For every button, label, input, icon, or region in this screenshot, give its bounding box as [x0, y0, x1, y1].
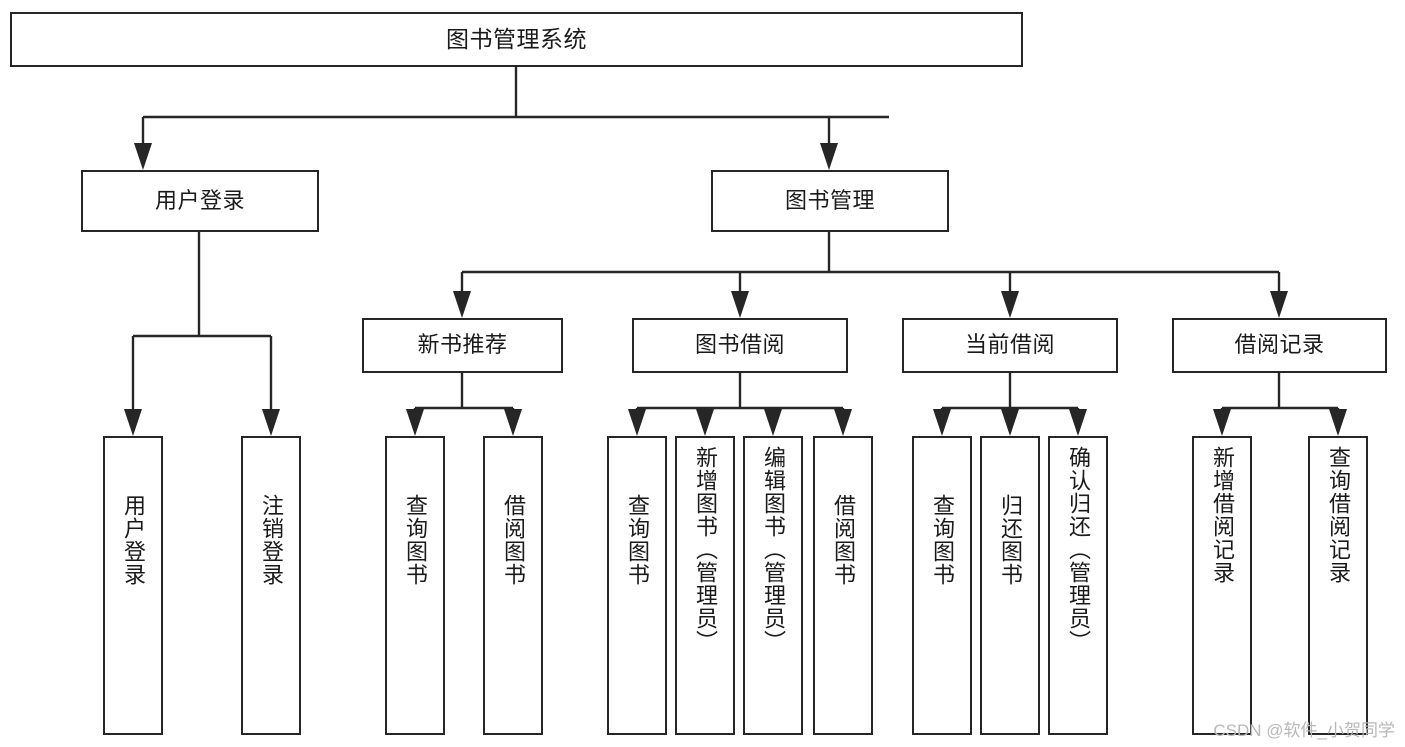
leaf-logout-label: 注销登录	[259, 494, 284, 586]
leaf-query-book-recommend[interactable]: 查询图书	[385, 436, 445, 735]
leaf-borrow-book[interactable]: 借阅图书	[813, 436, 873, 735]
leaf-query-book-current-label: 查询图书	[930, 494, 955, 586]
leaf-confirm-return-admin[interactable]: 确认归还（管理员）	[1048, 436, 1108, 735]
node-book-borrow-label: 图书借阅	[694, 332, 785, 358]
leaf-confirm-return-admin-label: 确认归还（管理员）	[1066, 446, 1091, 653]
arrowhead-br-leaf2	[1329, 409, 1347, 436]
arrowhead-br-leaf1	[1213, 409, 1231, 436]
leaf-edit-book-admin-label: 编辑图书（管理员）	[761, 446, 786, 653]
watermark-text: CSDN @软件_小贺同学	[1213, 721, 1395, 740]
node-user-login[interactable]: 用户登录	[81, 170, 319, 232]
arrowhead-bb-leaf3	[764, 409, 782, 436]
leaf-borrow-book-label: 借阅图书	[831, 494, 856, 586]
arrowhead-user-login	[134, 143, 152, 170]
leaf-return-book[interactable]: 归还图书	[980, 436, 1040, 735]
node-book-borrow[interactable]: 图书借阅	[632, 318, 848, 373]
node-user-login-label: 用户登录	[154, 187, 245, 213]
leaf-query-book-current[interactable]: 查询图书	[912, 436, 972, 735]
leaf-add-borrow-record[interactable]: 新增借阅记录	[1192, 436, 1252, 735]
arrowhead-book-manage	[820, 143, 838, 170]
arrowhead-current-borrow	[1001, 291, 1019, 318]
leaf-borrow-book-recommend[interactable]: 借阅图书	[483, 436, 543, 735]
arrowhead-cb-leaf1	[933, 409, 951, 436]
leaf-logout[interactable]: 注销登录	[241, 436, 301, 735]
leaf-query-borrow-record-label: 查询借阅记录	[1326, 446, 1351, 584]
leaf-user-login[interactable]: 用户登录	[103, 436, 163, 735]
node-new-book-recommend[interactable]: 新书推荐	[362, 318, 563, 373]
arrowhead-new-book	[453, 291, 471, 318]
leaf-return-book-label: 归还图书	[998, 494, 1023, 586]
node-current-borrow[interactable]: 当前借阅	[902, 318, 1118, 373]
leaf-query-book-borrow[interactable]: 查询图书	[607, 436, 667, 735]
arrowhead-cb-leaf2	[1001, 409, 1019, 436]
node-root-system-label: 图书管理系统	[446, 25, 587, 52]
leaf-edit-book-admin[interactable]: 编辑图书（管理员）	[743, 436, 803, 735]
arrowhead-nb-leaf2	[504, 409, 522, 436]
arrowhead-cb-leaf3	[1069, 409, 1087, 436]
leaf-user-login-label: 用户登录	[121, 494, 146, 586]
node-book-management[interactable]: 图书管理	[711, 170, 949, 232]
arrowhead-bb-leaf4	[834, 409, 852, 436]
leaf-query-book-borrow-label: 查询图书	[625, 494, 650, 586]
leaf-query-borrow-record[interactable]: 查询借阅记录	[1308, 436, 1368, 735]
node-new-book-recommend-label: 新书推荐	[417, 332, 508, 358]
leaf-add-book-admin[interactable]: 新增图书（管理员）	[675, 436, 735, 735]
node-root-system[interactable]: 图书管理系统	[10, 12, 1023, 67]
arrowhead-leaf-logout	[262, 409, 280, 436]
arrowhead-leaf-user-login	[124, 409, 142, 436]
arrowhead-bb-leaf2	[696, 409, 714, 436]
node-book-management-label: 图书管理	[784, 187, 875, 213]
arrowhead-borrow-record	[1270, 291, 1288, 318]
node-borrow-record-label: 借阅记录	[1234, 332, 1325, 358]
leaf-add-borrow-record-label: 新增借阅记录	[1210, 446, 1235, 584]
node-borrow-record[interactable]: 借阅记录	[1172, 318, 1387, 373]
leaf-borrow-book-recommend-label: 借阅图书	[501, 494, 526, 586]
leaf-add-book-admin-label: 新增图书（管理员）	[693, 446, 718, 653]
arrowhead-book-borrow	[731, 291, 749, 318]
leaf-query-book-recommend-label: 查询图书	[403, 494, 428, 586]
arrowhead-bb-leaf1	[628, 409, 646, 436]
arrowhead-nb-leaf1	[406, 409, 424, 436]
node-current-borrow-label: 当前借阅	[964, 332, 1055, 358]
